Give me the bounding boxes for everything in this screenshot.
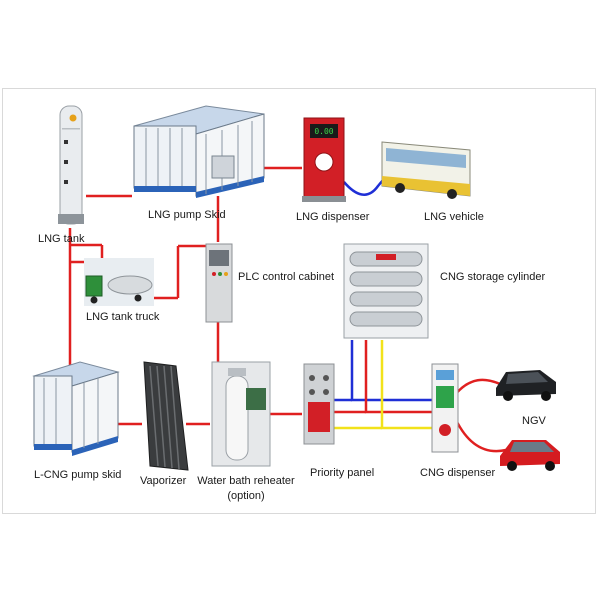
water-bath-option-label: (option) xyxy=(227,490,264,502)
hose-cng-to-ngv-top xyxy=(453,378,501,397)
car-red-wheel-rear-icon xyxy=(545,461,555,471)
pipe-storage-low-yellow xyxy=(380,340,432,430)
cng-storage-label: CNG storage cylinder xyxy=(440,271,545,283)
lng-vehicle-label: LNG vehicle xyxy=(424,211,484,223)
ngv-car-black[interactable] xyxy=(496,370,556,401)
vaporizer[interactable] xyxy=(143,361,189,471)
lng-dispenser-label: LNG dispenser xyxy=(296,211,370,223)
priority-panel[interactable] xyxy=(303,363,335,445)
water-bath-reheater[interactable] xyxy=(211,361,271,467)
car-wheel-icon xyxy=(503,391,513,401)
ngv-car-red[interactable] xyxy=(500,440,560,471)
lng-tank-truck[interactable] xyxy=(84,258,154,306)
cng-storage-cylinder[interactable] xyxy=(343,243,429,339)
pipe-storage-high-blue xyxy=(350,340,432,402)
bus-wheel-rear-icon xyxy=(447,189,457,199)
plc-cabinet-label: PLC control cabinet xyxy=(238,271,334,283)
bus-wheel-front-icon xyxy=(395,183,405,193)
tank-logo-icon xyxy=(69,114,77,122)
lng-pump-skid[interactable] xyxy=(133,105,265,198)
lng-tank-label: LNG tank xyxy=(38,233,85,245)
truck-wheel-rear-icon xyxy=(134,294,142,302)
priority-panel-label: Priority panel xyxy=(310,467,374,479)
lng-pump-skid-label: LNG pump Skid xyxy=(148,209,226,221)
lcng-pump-skid-label: L-CNG pump skid xyxy=(34,469,121,481)
car-wheel-rear-icon xyxy=(541,391,551,401)
dispenser-logo-icon xyxy=(314,152,334,172)
lng-tank[interactable] xyxy=(58,105,84,225)
hose-cng-to-ngv-bottom xyxy=(454,419,507,453)
lng-vehicle[interactable] xyxy=(381,141,471,199)
water-bath-label: Water bath reheater xyxy=(197,475,295,487)
lng-tank-truck-label: LNG tank truck xyxy=(86,311,160,323)
pipelines xyxy=(68,166,507,453)
lcng-pump-skid[interactable] xyxy=(32,361,120,456)
ngv-label: NGV xyxy=(522,415,547,427)
cng-dispenser-label: CNG dispenser xyxy=(420,467,496,479)
vaporizer-label: Vaporizer xyxy=(140,475,187,487)
cng-dispenser[interactable] xyxy=(431,363,459,453)
lng-dispenser-screen: 0.00 xyxy=(314,127,333,136)
plc-control-cabinet[interactable] xyxy=(205,243,233,323)
lng-dispenser[interactable]: 0.00 xyxy=(302,117,346,202)
truck-wheel-icon xyxy=(90,296,98,304)
car-red-wheel-icon xyxy=(507,461,517,471)
